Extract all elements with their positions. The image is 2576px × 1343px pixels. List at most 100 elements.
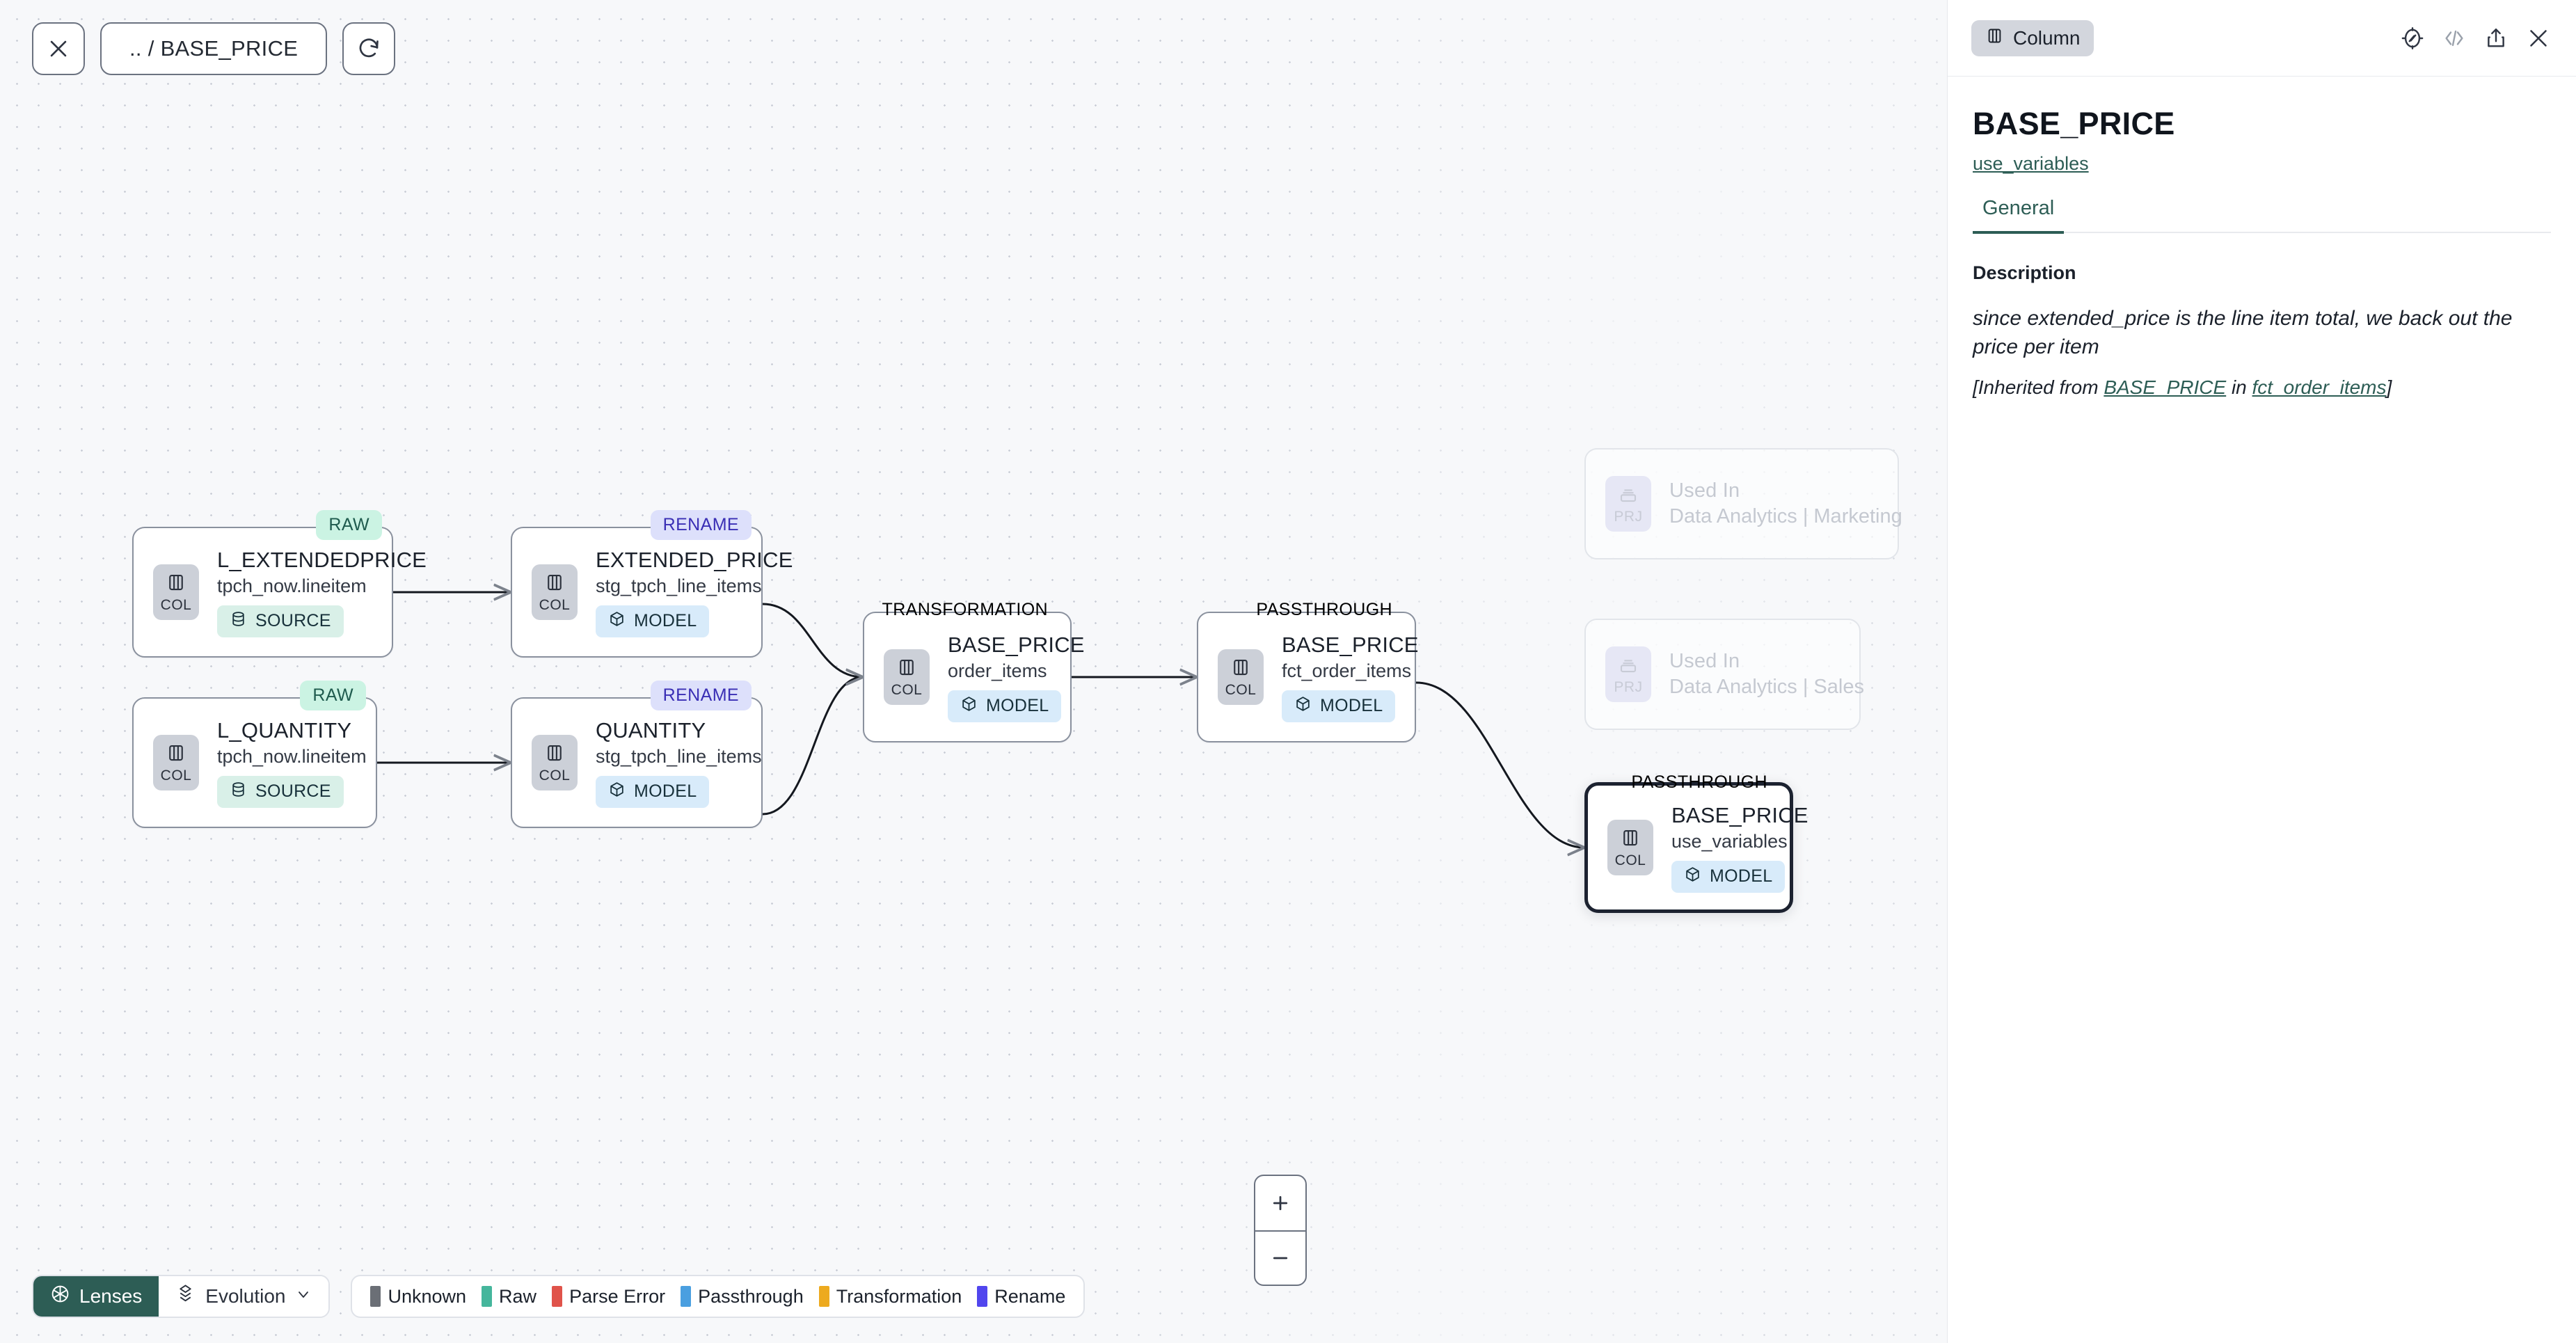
node-subtitle: fct_order_items bbox=[1282, 660, 1412, 681]
legend-label: Raw bbox=[499, 1285, 537, 1307]
entity-type-pill: Column bbox=[1971, 19, 2094, 56]
cube-icon bbox=[1294, 695, 1312, 717]
evolution-icon bbox=[175, 1284, 196, 1309]
database-icon bbox=[230, 610, 247, 633]
lenses-label: Lenses bbox=[79, 1285, 143, 1307]
column-icon-wrap: COL bbox=[532, 735, 578, 790]
legend-label: Parse Error bbox=[569, 1285, 666, 1307]
legend-swatch bbox=[482, 1286, 493, 1307]
refresh-button[interactable] bbox=[342, 22, 396, 75]
node-icon-label: COL bbox=[1225, 682, 1257, 698]
inherited-prefix: [Inherited from bbox=[1973, 376, 2104, 398]
legend-swatch bbox=[977, 1286, 988, 1307]
panel-header-actions bbox=[2401, 26, 2551, 51]
inherited-model-link[interactable]: fct_order_items bbox=[2252, 376, 2387, 398]
column-icon bbox=[1985, 26, 2004, 50]
node-badge-raw: RAW bbox=[300, 681, 366, 710]
node-subtitle: stg_tpch_line_items bbox=[596, 575, 762, 596]
cube-icon bbox=[608, 781, 626, 803]
parent-model-link[interactable]: use_variables bbox=[1973, 153, 2089, 174]
legend-label: Unknown bbox=[388, 1285, 467, 1307]
node-chip-label: SOURCE bbox=[255, 781, 331, 801]
legend-item-rename[interactable]: Rename bbox=[977, 1286, 1065, 1308]
node-title: L_EXTENDEDPRICE bbox=[217, 547, 427, 572]
close-icon[interactable] bbox=[2526, 26, 2551, 51]
node-icon-label: COL bbox=[1614, 852, 1646, 868]
lineage-node-extended_price[interactable]: RENAME COL EXTENDED_PRICE stg_tpch_line_ite… bbox=[511, 510, 793, 658]
node-chip-label: MODEL bbox=[1320, 696, 1383, 715]
legend-item-transformation[interactable]: Transformation bbox=[818, 1285, 962, 1308]
lineage-canvas[interactable]: .. / BASE_PRICE PRJ Used In Data Analytics… bbox=[0, 0, 1947, 1343]
node-chip-source: SOURCE bbox=[217, 775, 344, 808]
node-body: Used In Data Analytics | Marketing bbox=[1651, 479, 1923, 528]
node-subtitle: stg_tpch_line_items bbox=[596, 745, 762, 767]
project-icon bbox=[1618, 654, 1639, 678]
close-lineage-button[interactable] bbox=[32, 22, 85, 75]
refresh-icon bbox=[357, 37, 381, 61]
legend-swatch bbox=[370, 1286, 381, 1307]
code-icon[interactable] bbox=[2442, 26, 2466, 50]
node-badge-transformation: TRANSFORMATION bbox=[882, 600, 1048, 619]
zoom-in-button[interactable] bbox=[1255, 1176, 1305, 1230]
breadcrumb[interactable]: .. / BASE_PRICE bbox=[100, 22, 328, 75]
page-title: BASE_PRICE bbox=[1973, 106, 2175, 141]
legend-swatch bbox=[552, 1286, 563, 1307]
node-badge-passthrough: PASSTHROUGH bbox=[1256, 600, 1392, 619]
description-text: since extended_price is the line item to… bbox=[1973, 307, 2513, 358]
column-icon bbox=[166, 742, 186, 767]
canvas-bottom-toolbar: Lenses Evolution Unknown Raw Parse Error Pa… bbox=[32, 1275, 1086, 1318]
node-chip-model: MODEL bbox=[1282, 690, 1396, 722]
node-title: BASE_PRICE bbox=[948, 632, 1085, 657]
database-icon bbox=[230, 781, 247, 803]
used-in-label: Used In bbox=[1669, 479, 1740, 502]
zoom-out-button[interactable] bbox=[1255, 1230, 1305, 1285]
legend-item-passthrough[interactable]: Passthrough bbox=[681, 1286, 804, 1308]
tab-general[interactable]: General bbox=[1973, 197, 2065, 234]
used-in-node-used_in_marketing[interactable]: PRJ Used In Data Analytics | Marketing bbox=[1584, 448, 1902, 559]
node-badge-rename: RENAME bbox=[650, 681, 752, 710]
column-icon-wrap: COL bbox=[532, 564, 578, 620]
node-subtitle: use_variables bbox=[1671, 830, 1788, 852]
node-subtitle: tpch_now.lineitem bbox=[217, 575, 367, 596]
legend-label: Passthrough bbox=[698, 1285, 804, 1307]
compass-icon[interactable] bbox=[2401, 26, 2424, 50]
details-panel: Column bbox=[1947, 0, 2576, 1343]
node-title: EXTENDED_PRICE bbox=[596, 547, 793, 572]
used-in-project: Data Analytics | Marketing bbox=[1669, 505, 1902, 527]
lineage-legend: Unknown Raw Parse Error Passthrough Transfor… bbox=[351, 1275, 1086, 1318]
column-icon-wrap: COL bbox=[153, 564, 199, 620]
legend-item-parse-error[interactable]: Parse Error bbox=[552, 1286, 665, 1308]
legend-item-raw[interactable]: Raw bbox=[482, 1286, 536, 1308]
column-icon-wrap: COL bbox=[884, 649, 930, 705]
node-title: BASE_PRICE bbox=[1282, 632, 1419, 657]
node-icon-label: COL bbox=[160, 768, 192, 784]
chevron-down-icon bbox=[295, 1285, 312, 1308]
node-chip-model: MODEL bbox=[596, 605, 710, 637]
share-icon[interactable] bbox=[2484, 26, 2508, 50]
used-in-label: Used In bbox=[1669, 650, 1740, 672]
legend-item-unknown[interactable]: Unknown bbox=[370, 1286, 466, 1308]
inherited-column-link[interactable]: BASE_PRICE bbox=[2104, 376, 2227, 398]
panel-tabs: General bbox=[1973, 197, 2551, 234]
lenses-button[interactable]: Lenses bbox=[33, 1276, 159, 1317]
project-icon-wrap: PRJ bbox=[1605, 476, 1651, 532]
evolution-dropdown[interactable]: Evolution bbox=[159, 1276, 329, 1317]
node-badge-raw: RAW bbox=[316, 510, 382, 540]
legend-label: Transformation bbox=[836, 1285, 962, 1307]
node-badge-rename: RENAME bbox=[650, 510, 752, 540]
node-chip-model: MODEL bbox=[1671, 860, 1786, 893]
node-icon-label: COL bbox=[160, 597, 192, 613]
used-in-project: Data Analytics | Sales bbox=[1669, 676, 1864, 698]
node-title: BASE_PRICE bbox=[1671, 802, 1808, 827]
